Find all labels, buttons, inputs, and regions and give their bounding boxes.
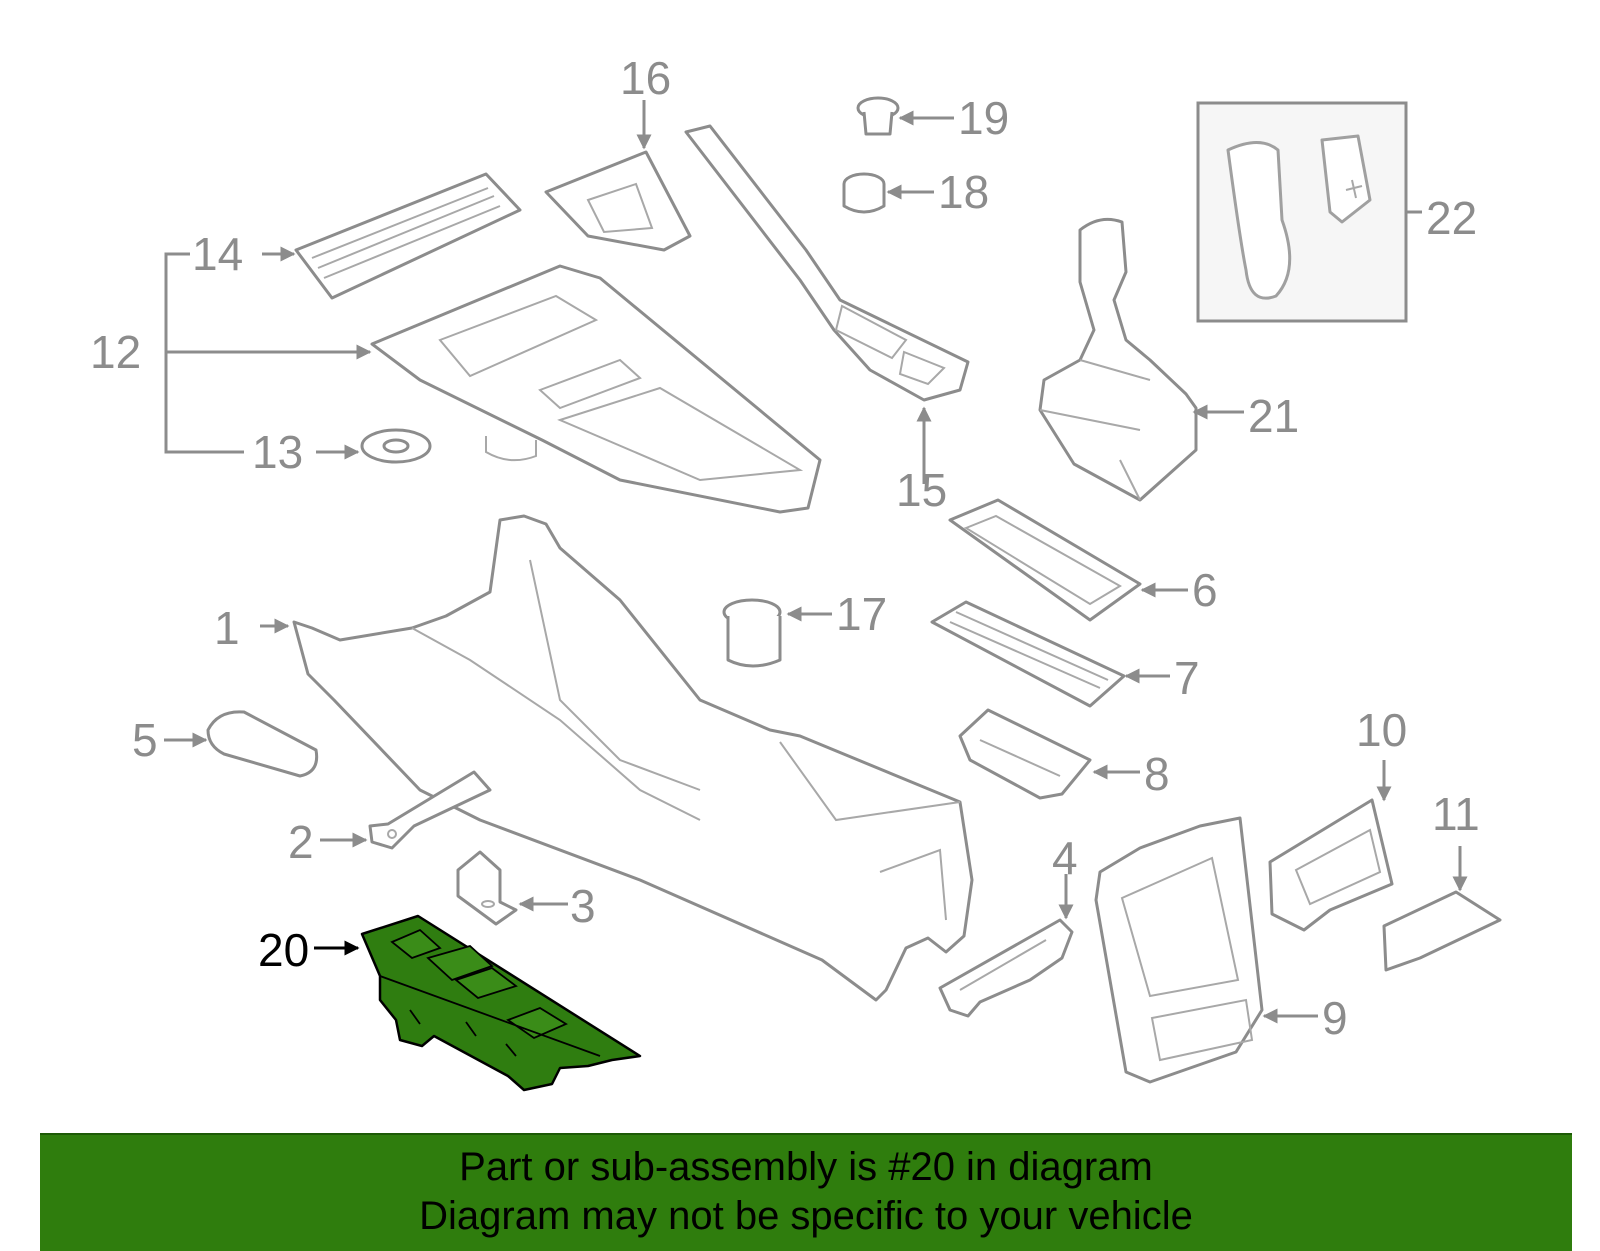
callout-15: 15 [896, 464, 947, 516]
callout-5: 5 [132, 714, 158, 766]
callout-labels: 16 19 18 14 22 12 13 21 15 6 17 1 7 5 8 … [90, 52, 1480, 1044]
part-8-small-tray [958, 708, 1092, 800]
part-17-cup-holder [722, 598, 782, 668]
callout-21: 21 [1248, 390, 1299, 442]
part-21-shifter [1038, 217, 1198, 502]
part-13-washer [360, 428, 432, 464]
callout-17: 17 [836, 588, 887, 640]
callout-19: 19 [958, 92, 1009, 144]
callout-13: 13 [252, 426, 303, 478]
callout-22: 22 [1426, 192, 1477, 244]
part-7-tray-mat [930, 600, 1126, 708]
part-20-switch-module [360, 914, 642, 1092]
callout-20: 20 [258, 924, 309, 976]
part-12-console-trim [370, 264, 822, 514]
leader-lines [164, 100, 1468, 1024]
part-14-tray-mat [294, 172, 522, 300]
parts-diagram: 16 19 18 14 22 12 13 21 15 6 17 1 7 5 8 … [90, 52, 1502, 1092]
callout-3: 3 [570, 880, 596, 932]
callout-4: 4 [1052, 832, 1078, 884]
callout-18: 18 [938, 166, 989, 218]
callout-11: 11 [1432, 788, 1480, 840]
banner-line-disclaimer: Diagram may not be specific to your vehi… [419, 1194, 1193, 1238]
callout-12: 12 [90, 326, 141, 378]
callout-14: 14 [192, 228, 243, 280]
info-banner: Part or sub-assembly is #20 in diagram D… [40, 1133, 1572, 1251]
callout-7: 7 [1174, 652, 1200, 704]
part-6-tray [948, 498, 1142, 622]
part-1-console-body [292, 514, 974, 1002]
part-10-vent-housing [1268, 798, 1394, 932]
part-15-trim-strip [684, 124, 970, 402]
part-22-knob-inset [1196, 101, 1408, 323]
part-4-rail [938, 918, 1074, 1018]
part-11-cover [1382, 890, 1502, 972]
part-3-angle-bracket [456, 850, 518, 926]
part-2-bracket [368, 770, 492, 850]
part-19-clip [856, 96, 900, 136]
callout-16: 16 [620, 52, 671, 104]
callout-8: 8 [1144, 748, 1170, 800]
part-9-rear-panel [1094, 816, 1264, 1084]
part-5-pad [206, 710, 319, 778]
callout-6: 6 [1192, 564, 1218, 616]
part-18-grommet [842, 172, 886, 214]
banner-line-part: Part or sub-assembly is #20 in diagram [459, 1145, 1153, 1189]
callout-9: 9 [1322, 992, 1348, 1044]
callout-2: 2 [288, 816, 314, 868]
part-16-shifter-trim [544, 150, 692, 252]
callout-1: 1 [214, 602, 240, 654]
callout-10: 10 [1356, 704, 1407, 756]
